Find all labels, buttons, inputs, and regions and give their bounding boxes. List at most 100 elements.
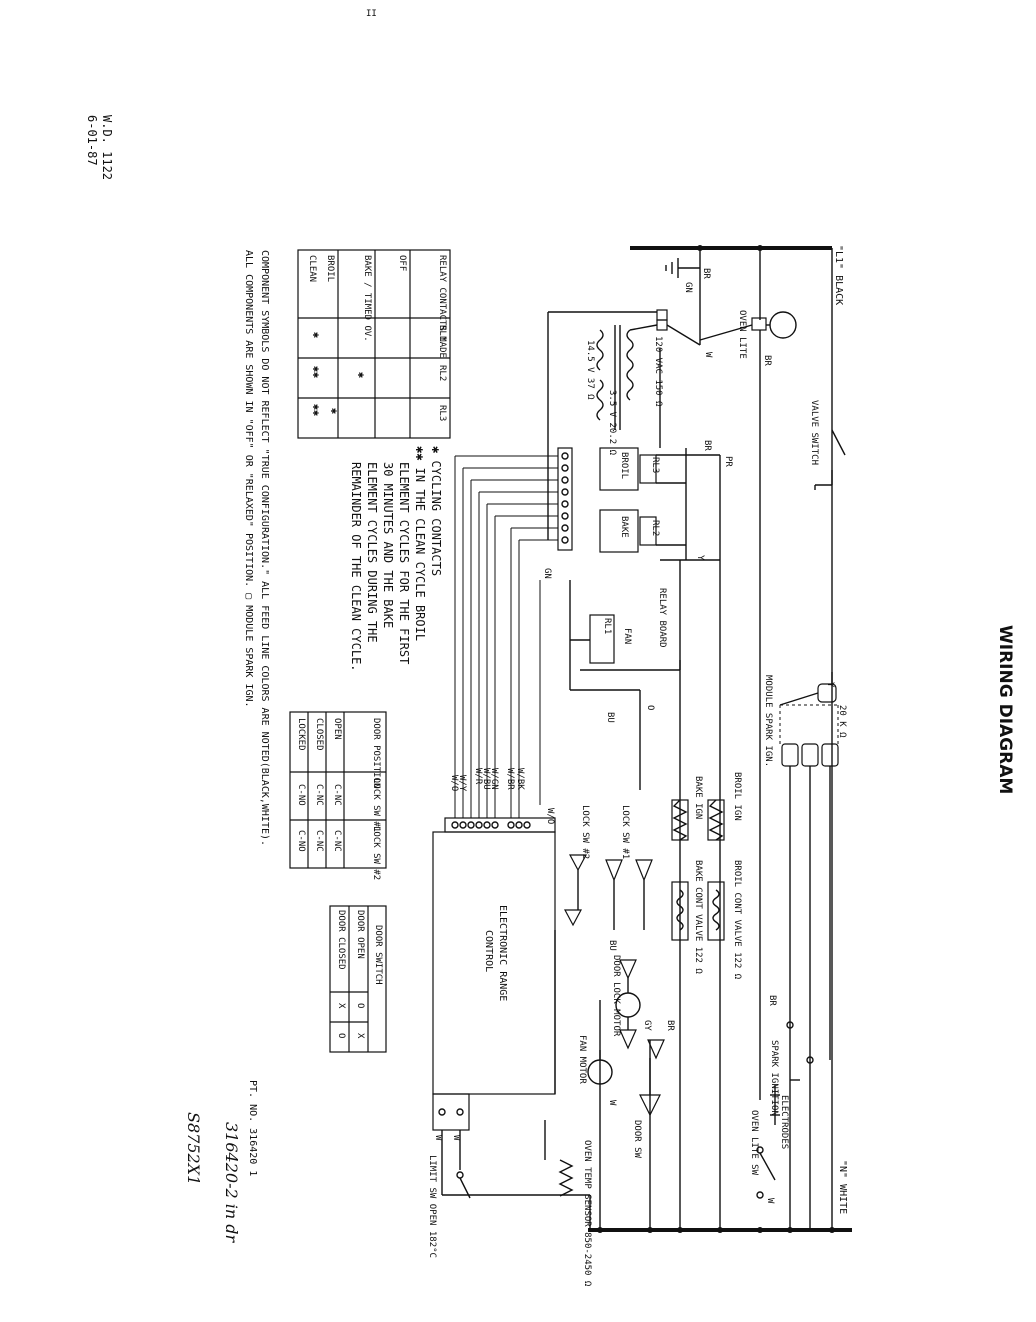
lock-cell-open-sw1: C-NC [332,784,342,806]
br-wire-label-4: BR [665,1020,675,1031]
rl2-relay-label: RL2 [650,520,660,536]
relay-table-header-rl3: RL3 [437,405,447,421]
broil-cont-valve-label: BROIL CONT VALVE 122 Ω [732,860,742,980]
br-wire-label-5: BR [767,995,777,1006]
o-wire-label: O [645,705,655,710]
lock-switches [554,854,653,1094]
transformer [596,309,701,430]
bake-cont-valve [671,881,689,941]
control-label-2: CONTROL [483,930,494,972]
relay-bake-box [599,509,639,553]
gn-wire-label-2: GN [542,568,552,579]
connector-label-6: W/R [473,768,483,785]
relay-cell-clean-rl1: ✱ [310,332,321,338]
part-number: PT. NO. 316420 1 [247,1080,258,1176]
broil-ign-label: BROIL IGN [732,772,742,821]
br-wire-label-2: BR [762,355,772,366]
module-spark-label: MODULE SPARK IGN. [763,675,773,767]
door-sw-label: DOOR SW [632,1120,642,1159]
legend-note-2: ✱✱ IN THE CLEAN CYCLE BROIL [413,446,427,641]
fan-motor [587,1000,613,1085]
power-buses [588,245,852,1233]
fan-motor-label: FAN MOTOR [577,1035,587,1084]
bu-wire-label-1: BU [605,712,615,723]
oven-temp-sensor-label: OVEN TEMP SENSOR 850-2450 Ω [582,1140,592,1287]
gy-wire-label: GY [642,1020,652,1031]
relay-table-header-rl2: RL2 [437,365,447,381]
door-switch-table [329,905,387,1053]
doc-date: 6-01-87 [85,115,99,166]
lock-table [289,711,387,869]
relay-board-label: RELAY BOARD [657,588,667,648]
lock-row-open: OPEN [332,718,342,740]
valve-switch [814,429,846,490]
relay-fan-box [589,614,615,664]
control-harness [454,455,558,818]
relay-table [297,249,451,439]
limit-switch [456,1171,471,1199]
footer-note-1: COMPONENT SYMBOLS DO NOT REFLECT "TRUE C… [259,250,270,846]
w-wire-label-3: W [433,1135,443,1141]
transformer-primary-label: 120 VAC 150 Ω [653,336,663,407]
broil-igniter [707,799,725,841]
connector-label-4: W/GN [489,768,499,790]
lamp-icon [769,311,797,339]
relay-board [547,311,721,790]
door-switch [639,1058,661,1117]
spark-ignition [770,1079,800,1125]
lock-cell-locked-sw2: C-NO [296,830,306,852]
oven-temp-sensor [544,1120,574,1197]
door-switch-table-title: DOOR SWITCH [373,925,383,985]
doc-number: W.D. 1122 [100,115,114,180]
ground-symbol [665,258,700,278]
lock-cell-open-sw2: C-NC [332,830,342,852]
lock-cell-locked-sw1: C-NO [296,784,306,806]
bake-ign-label: BAKE IGN [693,776,703,819]
legend-note-1: ✱ CYCLING CONTACTS [429,446,443,576]
w-wire-label-5: W [607,1100,617,1106]
control-connector [444,817,556,833]
door-lock-motor-label: DOOR LOCK MOTOR [611,955,621,1037]
w-wire-label-2: W [765,1198,775,1204]
br-wire-label-3: BR [702,440,712,451]
top-mark: II [366,9,377,19]
door-lock-motor [615,959,665,1060]
connector-label-8: W/O [449,775,459,791]
control-label-1: ELECTRONIC RANGE [497,905,508,1001]
connector-label-7: W/Y [457,775,467,792]
door-switch-cell-closed-1: X [336,1003,346,1009]
door-switch-cell-closed-2: O [336,1033,346,1038]
w-wire-label-4: W [451,1135,461,1141]
lock-cell-closed-sw2: C-NC [314,830,324,852]
door-switch-row-closed: DOOR CLOSED [336,910,346,970]
relay-row-off: OFF [397,255,407,271]
lock-sw1-symbol-icon [605,859,623,882]
valve-switch-label: VALVE SWITCH [809,400,819,465]
handwritten-note-2: S8752X1 [184,1112,203,1185]
relay-table-header-label: RELAY CONTACTS MADE [437,255,447,358]
n-label: "N" WHITE [837,1160,848,1214]
bake-relay-label: BAKE [619,516,629,538]
door-switch-cell-open-2: X [355,1033,365,1039]
limit-switch-blade-icon [459,1177,471,1199]
relay-broil-box [599,447,639,491]
lock-table-header-sw2: LOCK SW #2 [371,826,381,880]
y-wire-label-1: Y [825,682,835,688]
broil-relay-label: BROIL [619,452,629,479]
electrodes-label: ELECTRODES [779,1095,789,1149]
br-wire-label-1: BR [701,268,711,279]
legend-note-5: ELEMENT CYCLES DURING THE [365,462,379,643]
gn-wire-label: GN [683,282,693,293]
relay-cell-clean-rl2: ✱✱ [310,366,321,378]
rl1-relay-label: RL1 [602,618,612,634]
limit-sw-label: LIMIT SW OPEN 182°C [427,1155,437,1258]
lock-sw1-label: LOCK SW #1 [620,805,630,859]
rl3-relay-label: RL3 [650,457,660,473]
pr-wire-label: PR [723,456,733,467]
legend-note-3: ELEMENT CYCLES FOR THE FIRST [397,462,411,664]
oven-lite-label: OVEN LITE [737,310,747,359]
lock-table-header-sw1: LOCK SW #1 [371,778,381,832]
transformer-sec1-label: 14.5 V 37 Ω [585,340,595,400]
resistance-20k-label: 20 K Ω [837,705,847,738]
